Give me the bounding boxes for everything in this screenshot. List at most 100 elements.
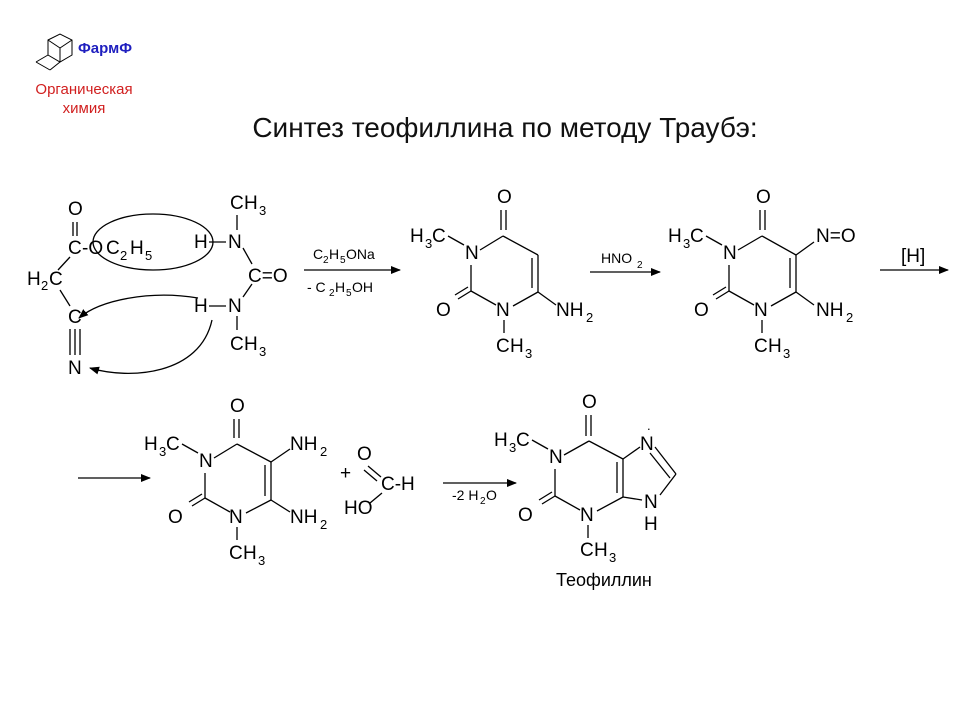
svg-text:H: H xyxy=(768,336,782,357)
svg-text:N: N xyxy=(465,243,479,264)
svg-text:H: H xyxy=(494,430,508,451)
page-title: Синтез теофиллина по методу Траубэ: xyxy=(252,112,758,143)
svg-text:NH: NH xyxy=(290,434,317,455)
svg-text:H: H xyxy=(243,543,257,564)
svg-text:O: O xyxy=(694,300,709,321)
svg-text:3: 3 xyxy=(609,550,616,565)
svg-text:O: O xyxy=(497,187,512,208)
svg-text:C: C xyxy=(166,434,180,455)
svg-text:H: H xyxy=(510,336,524,357)
aminouracil: O H 3 C N O N NH 2 C H 3 xyxy=(410,187,593,361)
svg-text:2: 2 xyxy=(320,517,327,532)
svg-text:HNO: HNO xyxy=(601,250,632,266)
svg-text:2: 2 xyxy=(480,496,486,507)
svg-text:O: O xyxy=(357,444,372,465)
svg-text:NH: NH xyxy=(816,300,843,321)
svg-text:2: 2 xyxy=(637,260,643,271)
svg-text:N: N xyxy=(723,243,737,264)
svg-text:N: N xyxy=(640,434,654,455)
svg-text:- C: - C xyxy=(307,279,326,295)
svg-text:C: C xyxy=(432,226,446,247)
svg-text:C: C xyxy=(313,246,323,262)
svg-text:O: O xyxy=(436,300,451,321)
svg-text:3: 3 xyxy=(783,346,790,361)
plus-sign: + xyxy=(340,463,351,484)
svg-text:N: N xyxy=(68,358,82,379)
svg-text:3: 3 xyxy=(258,553,265,568)
svg-text:N: N xyxy=(228,232,242,253)
svg-text:ONa: ONa xyxy=(346,246,375,262)
svg-text:O: O xyxy=(168,507,183,528)
reaction-arrow-5: -2 H 2 O xyxy=(443,479,517,507)
svg-text:2: 2 xyxy=(846,310,853,325)
product-name: Теофиллин xyxy=(556,570,652,590)
svg-text:NH: NH xyxy=(290,507,317,528)
elimination-ellipse xyxy=(92,213,214,271)
logo-subtitle-line1: Органическая xyxy=(35,81,133,98)
svg-text:H: H xyxy=(335,279,345,295)
svg-text:C: C xyxy=(690,226,704,247)
svg-text:N: N xyxy=(580,505,594,526)
svg-text:H: H xyxy=(144,434,158,455)
svg-text:C: C xyxy=(754,336,768,357)
reagent-reduction: [H] xyxy=(901,246,925,267)
svg-text:N: N xyxy=(199,451,213,472)
svg-text:3: 3 xyxy=(259,203,266,218)
logo-subtitle-line2: химия xyxy=(62,100,106,117)
cyanoacetic-ester: O C -O C 2 H 5 H 2 C C N xyxy=(27,199,152,379)
svg-text:5: 5 xyxy=(346,288,352,299)
svg-text:-2 H: -2 H xyxy=(452,487,478,503)
svg-text:N: N xyxy=(228,296,242,317)
svg-text:NH: NH xyxy=(556,300,583,321)
diaminouracil: O H 3 C N O N NH 2 NH 2 C H 3 xyxy=(144,396,327,568)
svg-text:H: H xyxy=(244,193,258,214)
svg-text:HO: HO xyxy=(344,498,373,519)
svg-text:N: N xyxy=(496,300,510,321)
svg-text:N: N xyxy=(549,447,563,468)
svg-text:H: H xyxy=(130,238,144,259)
svg-text:H: H xyxy=(244,334,258,355)
svg-text:3: 3 xyxy=(259,344,266,359)
attack-arrow-1 xyxy=(78,294,199,319)
svg-text:N: N xyxy=(229,507,243,528)
svg-text:C: C xyxy=(230,334,244,355)
svg-text:C: C xyxy=(49,269,63,290)
logo-subtitle: Органическая химия xyxy=(18,80,150,118)
svg-text:C: C xyxy=(229,543,243,564)
nitroso-uracil: O H 3 C N O N N=O NH 2 C H 3 xyxy=(668,187,856,361)
svg-text:5: 5 xyxy=(340,255,346,266)
svg-text:C: C xyxy=(496,336,510,357)
svg-text:C: C xyxy=(516,430,530,451)
svg-text:3: 3 xyxy=(425,236,432,251)
attack-arrow-2 xyxy=(89,319,213,375)
svg-text:O: O xyxy=(486,487,497,503)
reaction-arrow-1: C 2 H 5 ONa - C 2 H 5 OH xyxy=(304,246,401,299)
svg-text:H: H xyxy=(329,246,339,262)
svg-text:O: O xyxy=(582,392,597,413)
svg-text:2: 2 xyxy=(329,288,335,299)
svg-text:2: 2 xyxy=(320,444,327,459)
svg-text:O: O xyxy=(756,187,771,208)
theophylline: O H 3 C N O N C H 3 N . N H xyxy=(494,392,677,565)
svg-text:C=O: C=O xyxy=(248,266,288,287)
reaction-arrow-3: [H] xyxy=(880,246,949,274)
svg-text:3: 3 xyxy=(509,440,516,455)
svg-text:2: 2 xyxy=(41,278,48,293)
svg-text:2: 2 xyxy=(120,248,127,263)
svg-text:H: H xyxy=(594,540,608,561)
svg-text:2: 2 xyxy=(586,310,593,325)
svg-text:O: O xyxy=(68,199,83,220)
svg-text:C: C xyxy=(580,540,594,561)
svg-text:3: 3 xyxy=(525,346,532,361)
svg-text:2: 2 xyxy=(323,255,329,266)
svg-text:H: H xyxy=(194,296,208,317)
svg-text:C-H: C-H xyxy=(381,474,415,495)
dimethylurea: C H 3 H N C=O H N C H 3 xyxy=(194,193,288,359)
svg-text:H: H xyxy=(194,232,208,253)
svg-text:C: C xyxy=(230,193,244,214)
svg-text:3: 3 xyxy=(683,236,690,251)
svg-text:C: C xyxy=(106,238,120,259)
svg-text:H: H xyxy=(668,226,682,247)
svg-text:H: H xyxy=(27,269,41,290)
